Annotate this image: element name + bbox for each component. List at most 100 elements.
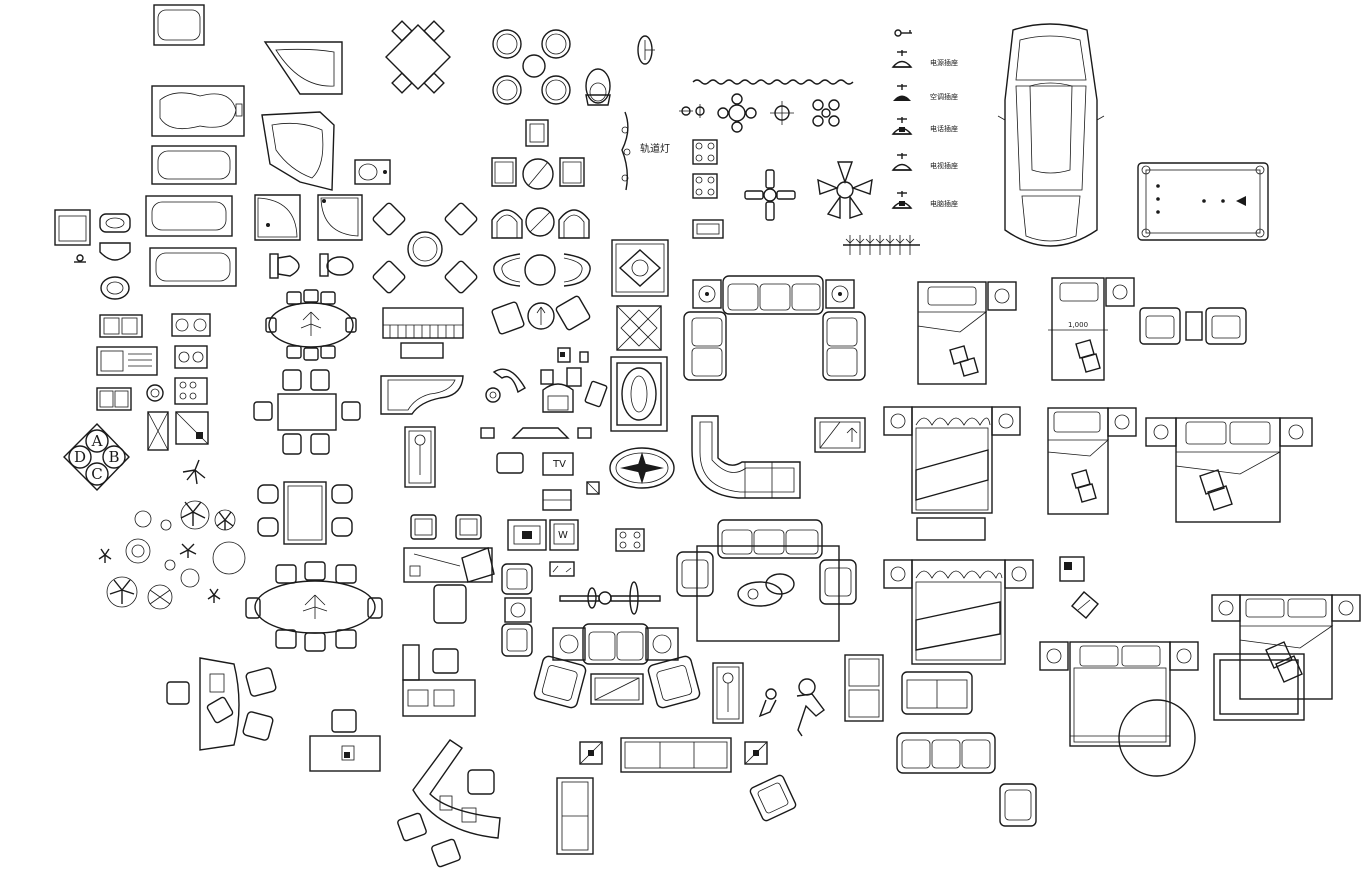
tv-stand-row xyxy=(480,427,592,439)
long-sofa xyxy=(620,737,732,773)
piano-bench xyxy=(584,380,608,408)
cooktop-pair xyxy=(692,139,724,239)
square-table-4-chairs xyxy=(385,20,451,94)
armchairs-pair-table xyxy=(1139,307,1247,345)
sofa-set-with-side-tables xyxy=(683,275,866,381)
tv-cabinet: TV xyxy=(496,452,600,511)
lounge-chairs-round-table xyxy=(491,295,591,335)
legend-socket-2: 空调插座 xyxy=(893,84,958,101)
label-b: B xyxy=(108,448,119,466)
washbasin-pedestal xyxy=(585,68,611,106)
toilet-top xyxy=(269,253,300,279)
curved-desk xyxy=(166,657,277,751)
plant-symbols xyxy=(98,459,246,610)
single-bed-2 xyxy=(1047,407,1137,515)
king-bed-1 xyxy=(883,406,1021,541)
loveseat xyxy=(901,671,973,715)
people-figures xyxy=(758,678,825,737)
ceiling-fan-1 xyxy=(744,169,796,221)
single-bed-dimension: 1,000 xyxy=(1048,277,1135,381)
corner-bathtub-1 xyxy=(263,41,343,95)
legend-label-3: 电话插座 xyxy=(930,124,958,133)
queen-bed-square-rug xyxy=(1211,594,1361,721)
computer-desk: W xyxy=(507,519,579,577)
ceiling-fan-2 xyxy=(817,161,873,219)
half-round-chairs-table xyxy=(493,253,591,287)
electrical-legend: 电源插座 空调插座 电话插座 电视插座 电脑插座 xyxy=(891,29,958,209)
chairs-round-table-pair xyxy=(491,157,585,190)
rug-compass-oval xyxy=(609,447,675,489)
living-set-rug xyxy=(676,519,857,642)
loveseat-vertical xyxy=(556,777,594,855)
double-bed-1 xyxy=(917,281,1017,385)
cabinet-vertical-dotted xyxy=(844,654,884,722)
rectangle-table-6-chairs xyxy=(253,369,361,455)
label-a: A xyxy=(91,432,103,450)
gas-hob xyxy=(174,377,208,405)
label-d: D xyxy=(74,448,86,466)
monitor-label: W xyxy=(558,530,568,541)
treadmill xyxy=(404,426,436,488)
office-desk-l xyxy=(403,547,495,624)
armchair-single xyxy=(999,783,1037,827)
cabinet-hatched-2 xyxy=(744,741,768,765)
car-top-view xyxy=(997,23,1105,247)
washbasin-square xyxy=(54,209,91,246)
stove-pattern xyxy=(615,528,645,552)
legend-socket-3: 电话插座 xyxy=(891,117,958,135)
cabinet-diagonal xyxy=(175,411,209,445)
legend-socket-1: 电源插座 xyxy=(891,50,958,68)
coffee-table-plant xyxy=(814,417,866,453)
round-table-4-armchairs xyxy=(372,202,478,294)
small-desk xyxy=(309,709,381,772)
label-c: C xyxy=(91,465,102,483)
corner-shower-2 xyxy=(317,194,363,241)
corner-shower-1 xyxy=(254,194,301,241)
bathtub-1 xyxy=(151,145,237,185)
legend-label-4: 电视插座 xyxy=(930,161,958,170)
abcd-diamond-symbol: A B C D xyxy=(63,423,130,491)
sofa-set-lower xyxy=(533,623,701,709)
corner-bathtub-2 xyxy=(261,111,335,191)
armchair-rotated xyxy=(749,774,797,822)
queen-bed-round-rug xyxy=(1039,641,1199,777)
plant-row xyxy=(843,235,920,255)
round-sink xyxy=(146,384,164,402)
treadmill-2 xyxy=(712,662,744,724)
cabinet-hatched-1 xyxy=(579,741,603,765)
curved-office-desk xyxy=(397,739,501,868)
king-bed-2 xyxy=(883,559,1034,665)
theater-seat xyxy=(542,383,574,413)
toilet-top-2 xyxy=(319,253,354,277)
dimension-label: 1,000 xyxy=(1068,321,1088,329)
rug-oval-medallion xyxy=(610,356,668,432)
wall-sconce xyxy=(637,35,655,65)
queen-bed-side-tables xyxy=(1145,417,1313,523)
track-light: 轨道灯 xyxy=(621,111,670,191)
track-light-label: 轨道灯 xyxy=(640,142,670,155)
oval-table-6-chairs xyxy=(265,289,357,361)
armchair-small xyxy=(525,119,549,147)
three-seat-sofa xyxy=(896,732,996,774)
small-items-bed-area xyxy=(1059,556,1099,619)
office-workstation xyxy=(402,644,476,717)
office-chairs-top xyxy=(410,514,482,540)
legend-label-1: 电源插座 xyxy=(930,58,958,67)
washbasin-small xyxy=(99,213,131,233)
bathtub-top xyxy=(153,4,205,46)
double-sink xyxy=(99,314,143,338)
l-sectional-sofa xyxy=(691,415,801,499)
tv-label: TV xyxy=(552,459,566,470)
ceiling-fan-flat xyxy=(559,581,661,615)
u-chair xyxy=(485,368,526,403)
tub-chairs-table xyxy=(491,207,590,239)
toilet-side xyxy=(354,159,391,185)
rug-diamond-pattern xyxy=(616,305,662,351)
legend-socket-5: 电脑插座 xyxy=(891,191,958,209)
legend-label-2: 空调插座 xyxy=(930,92,958,101)
legend-socket-4: 电视插座 xyxy=(891,153,958,171)
table-hatched-6-chairs xyxy=(257,481,353,545)
whirlpool-bathtub xyxy=(151,85,245,137)
pool-table xyxy=(1137,162,1269,241)
